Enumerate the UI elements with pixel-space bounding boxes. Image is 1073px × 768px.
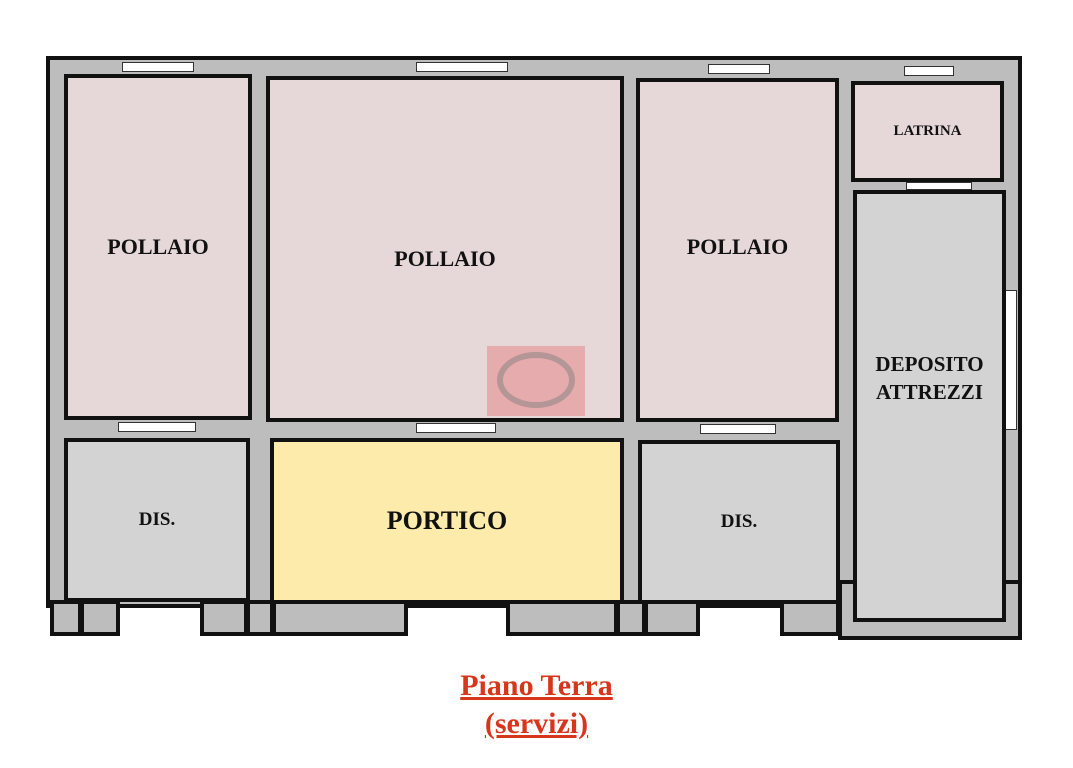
room-label: POLLAIO (686, 234, 789, 259)
room-label: DIS. (138, 509, 176, 530)
room-portico: PORTICO (270, 438, 624, 604)
pier (780, 600, 840, 636)
window (416, 423, 496, 433)
window (708, 64, 770, 74)
room-label: DIS. (720, 511, 758, 532)
caption-subtitle: (servizi) (484, 707, 589, 740)
pier (200, 600, 248, 636)
room-dis-1: DIS. (64, 438, 250, 602)
caption-floor: Piano Terra (460, 669, 613, 702)
pier (80, 600, 120, 636)
wall-gap (700, 608, 780, 648)
globe-icon (497, 352, 575, 408)
window (416, 62, 508, 72)
wall-gap (408, 608, 506, 648)
room-dis-2: DIS. (638, 440, 840, 604)
window (1005, 290, 1017, 430)
room-deposito-attrezzi: DEPOSITO ATTREZZI (853, 190, 1006, 622)
window (118, 422, 196, 432)
window (906, 182, 972, 190)
window (904, 66, 954, 76)
room-pollaio-1: POLLAIO (64, 74, 252, 420)
wall-gap (120, 608, 200, 648)
pier (506, 600, 618, 636)
room-label: DEPOSITO ATTREZZI (875, 352, 984, 404)
room-label: PORTICO (386, 506, 508, 535)
room-latrina: LATRINA (851, 81, 1004, 182)
room-label: LATRINA (893, 123, 962, 139)
pier (246, 600, 274, 636)
window (700, 424, 776, 434)
pier (644, 600, 700, 636)
room-label: POLLAIO (394, 246, 496, 271)
pier (272, 600, 408, 636)
room-label: POLLAIO (107, 234, 209, 259)
window (122, 62, 194, 72)
pier (616, 600, 646, 636)
room-pollaio-3: POLLAIO (636, 78, 839, 422)
pier (50, 600, 82, 636)
